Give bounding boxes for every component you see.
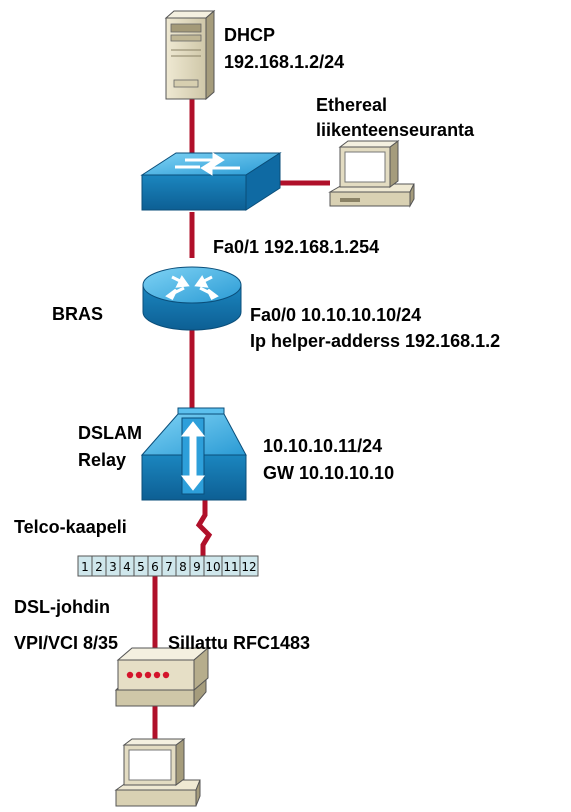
patch-panel-port-label: 2: [95, 560, 103, 574]
patch-panel-port: [239, 555, 259, 577]
patch-panel-port-label: 12: [241, 560, 256, 574]
monitor-label-line2: liikenteenseuranta: [316, 120, 475, 140]
patch-panel-port-label: 9: [193, 560, 201, 574]
monitor-label-line1: Ethereal: [316, 95, 388, 115]
bras-label: BRAS: [52, 304, 104, 324]
patch-panel-port-label: 11: [223, 560, 238, 574]
telco-cable: [195, 500, 213, 556]
dslam-gw-label: GW 10.10.10.10: [263, 463, 395, 483]
dhcp-server-icon: [164, 9, 216, 101]
patch-panel-port-label: 1: [81, 560, 89, 574]
dsl-wire-label: DSL-johdin: [14, 597, 110, 617]
patch-panel-port-label: 3: [109, 560, 117, 574]
patch-panel-port-label: 6: [151, 560, 159, 574]
switch-icon: [140, 152, 282, 211]
fa01-label: Fa0/1 192.168.1.254: [213, 237, 380, 257]
dslam-ip-label: 10.10.10.11/24: [263, 436, 383, 456]
patch-panel-port-label: 8: [179, 560, 187, 574]
telco-cable-label: Telco-kaapeli: [14, 517, 127, 537]
bras-router-icon: [142, 266, 242, 331]
patch-panel-port-label: 5: [137, 560, 145, 574]
fa00-label: Fa0/0 10.10.10.10/24: [250, 305, 422, 325]
patch-panel-port-label: 4: [123, 560, 131, 574]
dslam-label: DSLAM: [78, 423, 142, 443]
monitor-pc-icon: [328, 140, 415, 208]
relay-label: Relay: [78, 450, 127, 470]
dsl-modem-icon: [114, 646, 210, 708]
dslam-icon: [140, 407, 247, 501]
dhcp-label: DHCP: [224, 25, 276, 45]
bridged-label: Sillattu RFC1483: [168, 633, 311, 653]
client-pc-icon: [114, 738, 201, 807]
dhcp-ip-label: 192.168.1.2/24: [224, 52, 345, 72]
patch-panel-port-label: 10: [205, 560, 220, 574]
ip-helper-label: Ip helper-adderss 192.168.1.2: [250, 331, 501, 351]
vpi-vci-label: VPI/VCI 8/35: [14, 633, 119, 653]
patch-panel-port-label: 7: [165, 560, 173, 574]
